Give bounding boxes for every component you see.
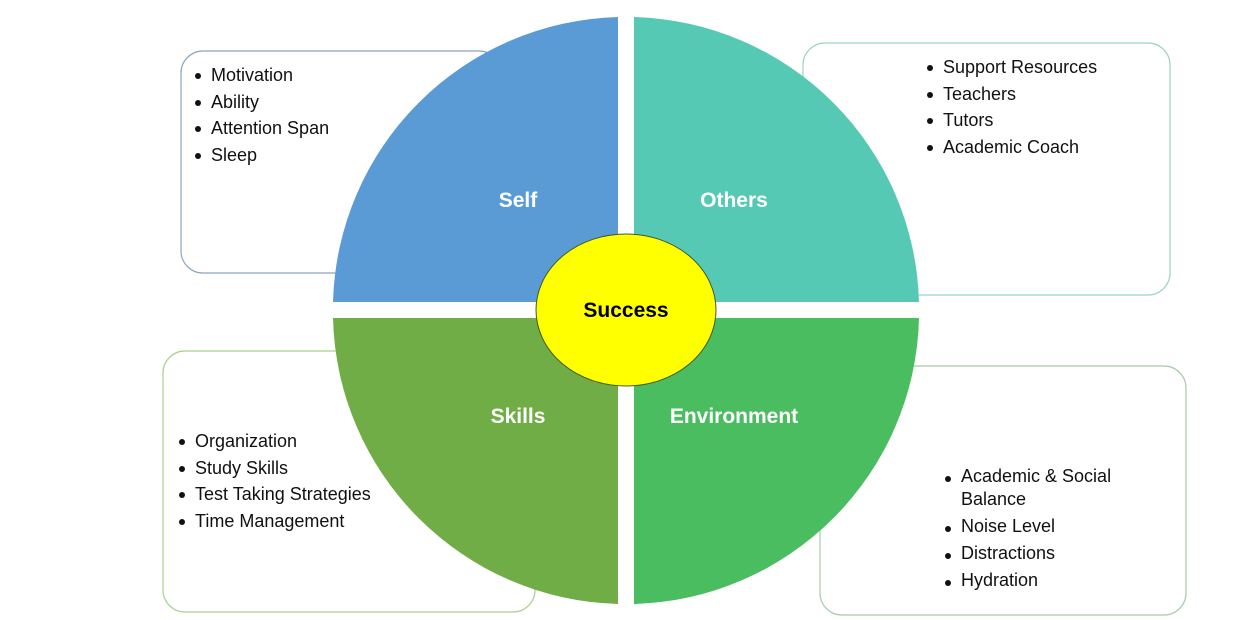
- self-label: Self: [498, 189, 538, 212]
- environment-label: Environment: [669, 405, 799, 428]
- skills-list: Organization Study Skills Test Taking St…: [177, 428, 371, 534]
- list-item: Academic & Social Balance: [943, 465, 1133, 511]
- environment-list: Academic & Social Balance Noise Level Di…: [943, 465, 1133, 592]
- list-item: Ability: [193, 89, 329, 116]
- self-quadrant: [333, 17, 618, 302]
- list-item: Hydration: [943, 569, 1133, 592]
- list-item: Teachers: [925, 81, 1097, 108]
- list-item: Support Resources: [925, 54, 1097, 81]
- list-item: Organization: [177, 428, 371, 455]
- environment-quadrant: [634, 318, 919, 604]
- list-item: Noise Level: [943, 515, 1133, 538]
- others-quadrant: [634, 17, 919, 302]
- others-list: Support Resources Teachers Tutors Academ…: [925, 54, 1097, 160]
- skills-label: Skills: [490, 405, 546, 428]
- list-item: Academic Coach: [925, 134, 1097, 161]
- list-item: Motivation: [193, 62, 329, 89]
- list-item: Distractions: [943, 542, 1133, 565]
- list-item: Test Taking Strategies: [177, 481, 371, 508]
- skills-quadrant: [333, 318, 618, 604]
- list-item: Study Skills: [177, 455, 371, 482]
- list-item: Attention Span: [193, 115, 329, 142]
- list-item: Sleep: [193, 142, 329, 169]
- self-list: Motivation Ability Attention Span Sleep: [193, 62, 329, 168]
- others-label: Others: [700, 189, 768, 212]
- success-label: Success: [583, 299, 669, 322]
- list-item: Time Management: [177, 508, 371, 535]
- list-item: Tutors: [925, 107, 1097, 134]
- success-ellipse: [535, 233, 717, 387]
